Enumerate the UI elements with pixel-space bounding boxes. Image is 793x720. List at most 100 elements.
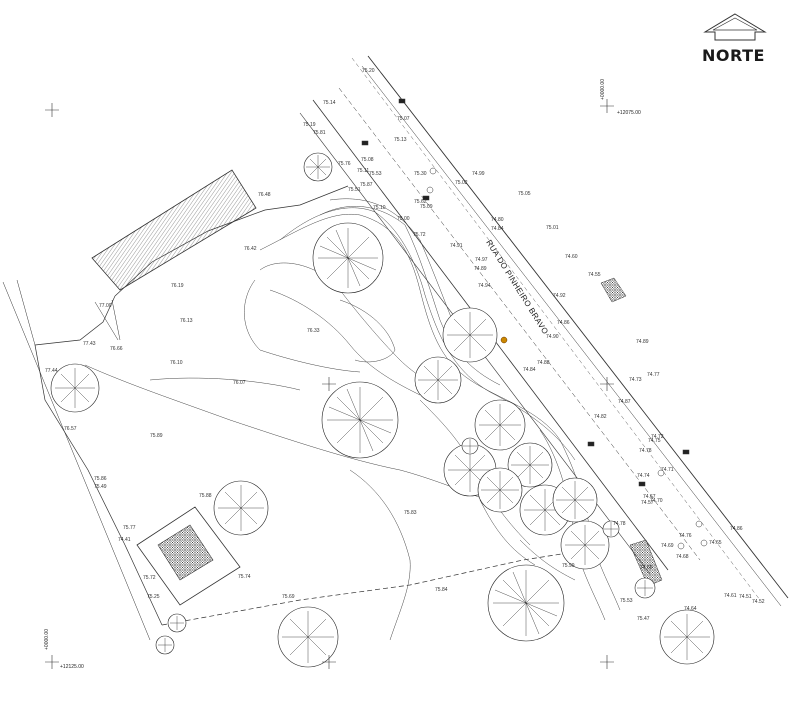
elevation-label: 74.84	[491, 226, 504, 232]
elevation-label: 75.89	[150, 433, 163, 439]
elevation-label: 74.73	[629, 377, 642, 383]
elevation-label: 75.99	[562, 563, 575, 569]
elevation-label: 74.69	[640, 565, 653, 571]
tree	[552, 477, 598, 523]
tree	[167, 613, 187, 633]
elevation-label: 75.19	[303, 122, 316, 128]
tree	[602, 520, 620, 538]
elevation-label: 74.77	[647, 372, 660, 378]
elevation-label: 75.72	[143, 575, 156, 581]
elevation-label: 74.87	[618, 399, 631, 405]
elevation-label: 74.91	[450, 243, 463, 249]
elevation-label: 75.53	[369, 171, 382, 177]
elevation-label: 75.51	[348, 187, 361, 193]
elevation-label: 75.10	[373, 205, 386, 211]
elevation-label: 77.44	[45, 368, 58, 374]
elevation-label: 75.02	[455, 180, 468, 186]
elevation-label: 74.67	[643, 494, 656, 500]
elevation-label: 75.77	[123, 525, 136, 531]
elevation-label: 75.69	[282, 594, 295, 600]
elevation-label: 74.76	[679, 533, 692, 539]
coord-e-bottom: +12125.00	[60, 664, 84, 670]
tree	[321, 381, 399, 459]
elevation-label: 74.89	[474, 266, 487, 272]
elevation-label: 75.09	[420, 204, 433, 210]
elevation-label: 74.86	[557, 320, 570, 326]
elevation-label: 74.84	[523, 367, 536, 373]
elevation-label: 74.80	[491, 217, 504, 223]
elevation-label: 76.07	[233, 380, 246, 386]
elevation-label: 75.81	[313, 130, 326, 136]
elevation-label: 75.83	[404, 510, 417, 516]
tree	[487, 564, 565, 642]
tree	[277, 606, 339, 668]
tree	[414, 356, 462, 404]
elevation-label: 76.66	[110, 346, 123, 352]
square-structure	[136, 506, 241, 606]
elevation-label: 77.43	[83, 341, 96, 347]
tree	[634, 577, 656, 599]
elevation-label: 75.30	[414, 171, 427, 177]
elevation-label: 74.82	[594, 414, 607, 420]
tree	[477, 467, 523, 513]
building-block	[91, 169, 257, 291]
elevation-label: 75.05	[518, 191, 531, 197]
elevation-label: 74.99	[472, 171, 485, 177]
elevation-label: 75.14	[323, 100, 336, 106]
tree	[155, 635, 175, 655]
elevation-label: 76.19	[171, 283, 184, 289]
elevation-label: 75.74	[238, 574, 251, 580]
coordinate-labels: +12075.00 +0000.00 +12125.00 +0000.00	[44, 79, 641, 670]
markers	[426, 167, 708, 550]
elevation-label: 74.60	[565, 254, 578, 260]
elevation-label: 74.97	[475, 257, 488, 263]
tree	[560, 520, 610, 570]
coord-e-top: +12075.00	[617, 110, 641, 116]
tree	[50, 363, 100, 413]
elevation-label: 74.78	[639, 448, 652, 454]
tree	[659, 609, 715, 665]
elevation-label: 74.70	[650, 498, 663, 504]
coord-n-bottom: +0000.00	[44, 629, 50, 650]
elevation-label: 74.88	[537, 360, 550, 366]
elevation-label: 75.88	[199, 493, 212, 499]
elevation-label: 75.00	[397, 216, 410, 222]
elevation-label: 74.71	[661, 467, 674, 473]
elevation-label: 75.20	[362, 68, 375, 74]
property-boundary	[2, 185, 601, 641]
elevation-label: 75.47	[637, 616, 650, 622]
elevation-label: 74.55	[588, 272, 601, 278]
elevation-label: 76.13	[180, 318, 193, 324]
street-name-label: RUA DO PINHEIRO BRAVO	[484, 238, 550, 336]
elevation-label: 74.94	[478, 283, 491, 289]
elevation-label: 75.76	[338, 161, 351, 167]
elevation-label: 75.08	[361, 157, 374, 163]
elevation-label: 74.90	[546, 334, 559, 340]
elevation-label: 75.01	[546, 225, 559, 231]
elevation-label: 74.65	[709, 540, 722, 546]
elevation-label: 76.10	[170, 360, 183, 366]
elevation-label: 74.74	[637, 473, 650, 479]
elevation-label: 75.86	[94, 476, 107, 482]
elevation-label: 75.87	[360, 182, 373, 188]
elevation-label: 76.57	[64, 426, 77, 432]
elevation-label: 76.42	[244, 246, 257, 252]
tree	[312, 222, 384, 294]
coord-n-top: +0000.00	[600, 79, 606, 100]
tree	[461, 437, 479, 455]
elevation-labels: 75.2075.1475.0775.1975.8175.1375.7675.11…	[45, 68, 765, 622]
elevation-label: 75.72	[413, 232, 426, 238]
tree	[474, 399, 526, 451]
elevation-label: 75.13	[394, 137, 407, 143]
elevation-label: 75.07	[397, 116, 410, 122]
north-arrow-icon	[703, 13, 767, 41]
elevation-label: 75.53	[620, 598, 633, 604]
elevation-label: 75.84	[435, 587, 448, 593]
elevation-label: 74.75	[648, 438, 661, 444]
elevation-label: 74.52	[752, 599, 765, 605]
north-label: NORTE	[702, 46, 765, 65]
elevation-label: 75.62	[414, 199, 427, 205]
trees	[50, 152, 715, 668]
elevation-label: 77.00	[99, 303, 112, 309]
